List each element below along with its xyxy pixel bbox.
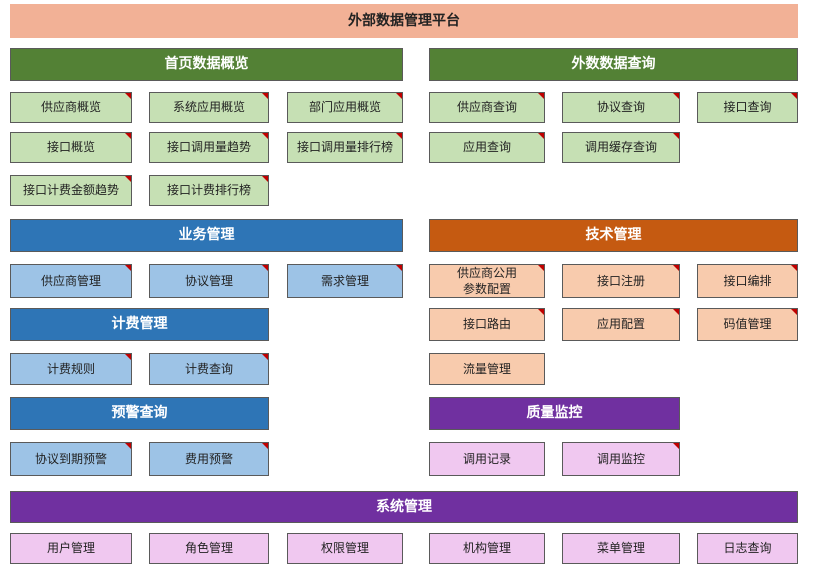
node-billing-query[interactable]: 计费查询 xyxy=(149,353,269,385)
node-cost-alert[interactable]: 费用预警 xyxy=(149,442,269,476)
section-header-quality: 质量监控 xyxy=(429,397,680,430)
node-supplier-management[interactable]: 供应商管理 xyxy=(10,264,132,298)
node-app-query[interactable]: 应用查询 xyxy=(429,132,545,163)
node-interface-orchestration[interactable]: 接口编排 xyxy=(697,264,798,298)
node-org-management[interactable]: 机构管理 xyxy=(429,533,545,564)
node-code-value-management[interactable]: 码值管理 xyxy=(697,308,798,341)
node-call-records[interactable]: 调用记录 xyxy=(429,442,545,476)
node-role-management[interactable]: 角色管理 xyxy=(149,533,269,564)
node-interface-register[interactable]: 接口注册 xyxy=(562,264,680,298)
node-agreement-expiry-alert[interactable]: 协议到期预警 xyxy=(10,442,132,476)
node-traffic-management[interactable]: 流量管理 xyxy=(429,353,545,385)
node-call-cache-query[interactable]: 调用缓存查询 xyxy=(562,132,680,163)
node-supplier-common-params-line1: 供应商公用 xyxy=(456,265,517,280)
node-interface-billing-ranking[interactable]: 接口计费排行榜 xyxy=(149,175,269,206)
node-interface-routing[interactable]: 接口路由 xyxy=(429,308,545,341)
node-call-monitoring[interactable]: 调用监控 xyxy=(562,442,680,476)
node-supplier-query[interactable]: 供应商查询 xyxy=(429,92,545,123)
node-menu-management[interactable]: 菜单管理 xyxy=(562,533,680,564)
section-header-home-overview: 首页数据概览 xyxy=(10,48,403,81)
node-interface-call-trend[interactable]: 接口调用量趋势 xyxy=(149,132,269,163)
node-supplier-common-params[interactable]: 供应商公用 参数配置 xyxy=(429,264,545,298)
node-user-management[interactable]: 用户管理 xyxy=(10,533,132,564)
node-log-query[interactable]: 日志查询 xyxy=(697,533,798,564)
node-agreement-management[interactable]: 协议管理 xyxy=(149,264,269,298)
node-dept-app-overview[interactable]: 部门应用概览 xyxy=(287,92,403,123)
section-header-billing: 计费管理 xyxy=(10,308,269,341)
node-supplier-common-params-line2: 参数配置 xyxy=(462,282,511,296)
node-interface-overview[interactable]: 接口概览 xyxy=(10,132,132,163)
node-agreement-query[interactable]: 协议查询 xyxy=(562,92,680,123)
section-header-alert: 预警查询 xyxy=(10,397,269,430)
node-supplier-overview[interactable]: 供应商概览 xyxy=(10,92,132,123)
section-header-business: 业务管理 xyxy=(10,219,403,252)
node-interface-query[interactable]: 接口查询 xyxy=(697,92,798,123)
section-header-tech: 技术管理 xyxy=(429,219,798,252)
node-requirement-management[interactable]: 需求管理 xyxy=(287,264,403,298)
section-header-data-query: 外数数据查询 xyxy=(429,48,798,81)
node-system-app-overview[interactable]: 系统应用概览 xyxy=(149,92,269,123)
node-interface-call-ranking[interactable]: 接口调用量排行榜 xyxy=(287,132,403,163)
node-permission-management[interactable]: 权限管理 xyxy=(287,533,403,564)
section-header-system: 系统管理 xyxy=(10,491,798,523)
node-app-config[interactable]: 应用配置 xyxy=(562,308,680,341)
platform-title: 外部数据管理平台 xyxy=(10,4,798,38)
node-interface-billing-trend[interactable]: 接口计费金额趋势 xyxy=(10,175,132,206)
node-billing-rules[interactable]: 计费规则 xyxy=(10,353,132,385)
